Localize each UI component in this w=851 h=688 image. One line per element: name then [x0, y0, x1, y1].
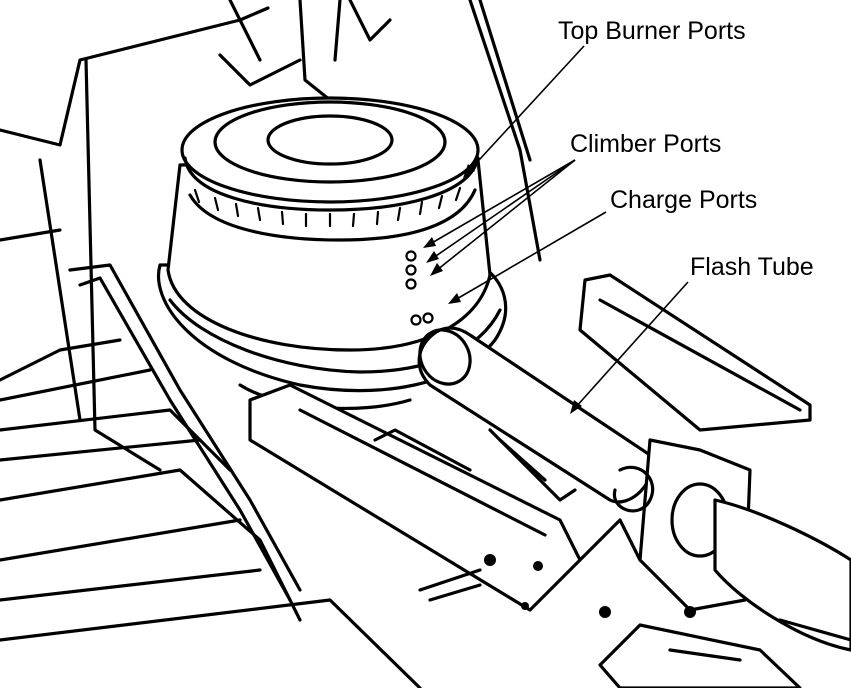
leader-lines — [423, 45, 689, 414]
top-burner-port-row — [193, 186, 462, 228]
charge-ports-label: Charge Ports — [610, 186, 758, 214]
leader-climber-port-2 — [432, 159, 576, 259]
climber-ports — [405, 250, 417, 290]
flash-tube — [417, 273, 812, 504]
range-cabinet — [0, 0, 542, 472]
top-burner-ports-label: Top Burner Ports — [558, 17, 746, 45]
charge-ports — [410, 312, 434, 326]
leader-top-burner-ports — [467, 45, 585, 173]
bottom-mount-plate — [598, 618, 851, 688]
leader-flash-tube — [574, 281, 689, 409]
leader-charge-ports — [454, 211, 607, 301]
venturi-bracket — [248, 383, 582, 612]
climber-ports-label: Climber Ports — [570, 130, 722, 158]
igniter-assembly — [578, 438, 851, 652]
leader-climber-port-1 — [429, 159, 576, 245]
leader-climber-port-3 — [436, 159, 576, 271]
left-wire-bracket — [0, 263, 422, 688]
burner-body — [166, 158, 492, 352]
burner-cap — [180, 96, 480, 212]
flash-tube-label: Flash Tube — [690, 253, 814, 281]
